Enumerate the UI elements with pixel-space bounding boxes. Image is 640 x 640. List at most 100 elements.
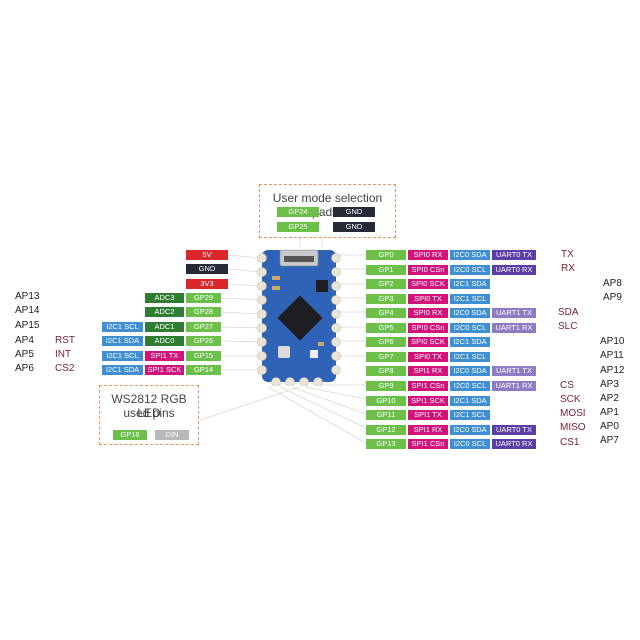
pin-i2c-gp5: I2C0 SCL: [450, 323, 490, 333]
pin-spi-gp11: SPI1 TX: [408, 410, 448, 420]
pin-spi-gp1: SPI0 CSn: [408, 265, 448, 275]
pin-din: DIN: [155, 430, 189, 440]
pin-i2c1-sda-26: I2C1 SDA: [102, 336, 143, 346]
pin-uartl-gp9: UART1 RX: [492, 381, 536, 391]
ap-label-ap15: AP15: [15, 320, 40, 331]
ap-label-ap0: AP0: [600, 421, 619, 432]
rp2040-board: [257, 249, 341, 386]
pin-i2c-gp4: I2C0 SDA: [450, 308, 490, 318]
func-label-int: INT: [55, 349, 72, 360]
pad-gnd-2: GND: [333, 222, 375, 232]
ap-label-ap14: AP14: [15, 305, 40, 316]
ap-label-ap5: AP5: [15, 349, 34, 360]
pin-i2c-gp10: I2C1 SDA: [450, 396, 490, 406]
func-label-miso: MISO: [560, 422, 586, 433]
pin-i2c1-scl-27: I2C1 SCL: [102, 322, 143, 332]
user-mode-box: User mode selection pads* GP24 GND GP25 …: [259, 184, 396, 238]
pin-spi1-tx-15: SPI1 TX: [145, 351, 184, 361]
func-label-tx: TX: [561, 249, 574, 260]
func-label-rst: RST: [55, 335, 75, 346]
pin-5v: 5V: [186, 250, 228, 260]
pin-spi-gp6: SPI0 SCK: [408, 337, 448, 347]
pin-i2c-gp1: I2C0 SCL: [450, 265, 490, 275]
pin-gp27: GP27: [186, 322, 221, 332]
pin-spi-gp0: SPI0 RX: [408, 250, 448, 260]
pin-gp-gp4: GP4: [366, 308, 406, 318]
pin-gp-gp13: GP13: [366, 439, 406, 449]
ap-label-ap7: AP7: [600, 435, 619, 446]
pin-adc1: ADC1: [145, 322, 184, 332]
pin-spi-gp10: SPI1 SCK: [408, 396, 448, 406]
pin-uart-gp12: UART0 TX: [492, 425, 536, 435]
pin-gnd: GND: [186, 264, 228, 274]
pin-spi-gp9: SPI1 CSn: [408, 381, 448, 391]
func-label-cs1: CS1: [560, 437, 580, 448]
pin-gp16: GP16: [113, 430, 147, 440]
pin-uart-gp0: UART0 TX: [492, 250, 536, 260]
ap-label-ap9: AP9: [603, 292, 622, 303]
ap-label-ap12: AP12: [600, 365, 625, 376]
ap-label-ap1: AP1: [600, 407, 619, 418]
pin-i2c-gp13: I2C0 SCL: [450, 439, 490, 449]
pin-gp-gp2: GP2: [366, 279, 406, 289]
pin-spi-gp5: SPI0 CSn: [408, 323, 448, 333]
pin-uartl-gp8: UART1 TX: [492, 366, 536, 376]
pin-gp14: GP14: [186, 365, 221, 375]
ws2812-title-line2: used pins: [123, 406, 175, 420]
pin-uart-gp1: UART0 RX: [492, 265, 536, 275]
pad-gp25: GP25: [277, 222, 319, 232]
pin-spi1-sck-14: SPI1 SCK: [145, 365, 184, 375]
pin-gp-gp10: GP10: [366, 396, 406, 406]
func-label-sck: SCK: [560, 394, 581, 405]
pin-i2c-gp7: I2C1 SCL: [450, 352, 490, 362]
ap-label-ap6: AP6: [15, 363, 34, 374]
pin-i2c-gp6: I2C1 SDA: [450, 337, 490, 347]
pin-gp26: GP26: [186, 336, 221, 346]
pin-adc2: ADC2: [145, 307, 184, 317]
pin-uartl-gp5: UART1 RX: [492, 323, 536, 333]
pin-gp-gp6: GP6: [366, 337, 406, 347]
pin-i2c-gp2: I2C1 SDA: [450, 279, 490, 289]
pin-gp15: GP15: [186, 351, 221, 361]
pin-gp-gp8: GP8: [366, 366, 406, 376]
func-label-sda: SDA: [558, 307, 579, 318]
func-label-cs2: CS2: [55, 363, 75, 374]
func-label-slc: SLC: [558, 321, 578, 332]
pin-spi-gp2: SPI0 SCK: [408, 279, 448, 289]
ap-label-ap4: AP4: [15, 335, 34, 346]
pin-spi-gp13: SPI1 CSn: [408, 439, 448, 449]
pin-gp-gp12: GP12: [366, 425, 406, 435]
pin-gp-gp11: GP11: [366, 410, 406, 420]
ap-label-ap11: AP11: [600, 350, 624, 361]
pin-gp-gp0: GP0: [366, 250, 406, 260]
ap-label-ap2: AP2: [600, 393, 619, 404]
ap-label-ap8: AP8: [603, 278, 622, 289]
pin-i2c1-sda-14: I2C1 SDA: [102, 365, 143, 375]
pin-spi-gp4: SPI0 RX: [408, 308, 448, 318]
ap-label-ap10: AP10: [600, 336, 625, 347]
pin-i2c-gp11: I2C1 SCL: [450, 410, 490, 420]
pin-i2c-gp8: I2C0 SDA: [450, 366, 490, 376]
pin-uart-gp13: UART0 RX: [492, 439, 536, 449]
pin-gp29: GP29: [186, 293, 221, 303]
func-label-mosi: MOSI: [560, 408, 586, 419]
pin-adc3: ADC3: [145, 293, 184, 303]
func-label-rx: RX: [561, 263, 575, 274]
pin-i2c1-scl-15: I2C1 SCL: [102, 351, 143, 361]
pin-3v3: 3V3: [186, 279, 228, 289]
pin-gp-gp5: GP5: [366, 323, 406, 333]
pin-spi-gp12: SPI1 RX: [408, 425, 448, 435]
pin-gp-gp9: GP9: [366, 381, 406, 391]
pin-i2c-gp12: I2C0 SDA: [450, 425, 490, 435]
pin-gp-gp7: GP7: [366, 352, 406, 362]
pin-spi-gp3: SPI0 TX: [408, 294, 448, 304]
ap-label-ap3: AP3: [600, 379, 619, 390]
pad-gnd-1: GND: [333, 207, 375, 217]
ws2812-title-line1: WS2812 RGB LED: [111, 392, 187, 420]
pad-gp24: GP24: [277, 207, 319, 217]
pin-adc0: ADC0: [145, 336, 184, 346]
pin-i2c-gp3: I2C1 SCL: [450, 294, 490, 304]
func-label-cs: CS: [560, 380, 574, 391]
ap-label-ap13: AP13: [15, 291, 40, 302]
